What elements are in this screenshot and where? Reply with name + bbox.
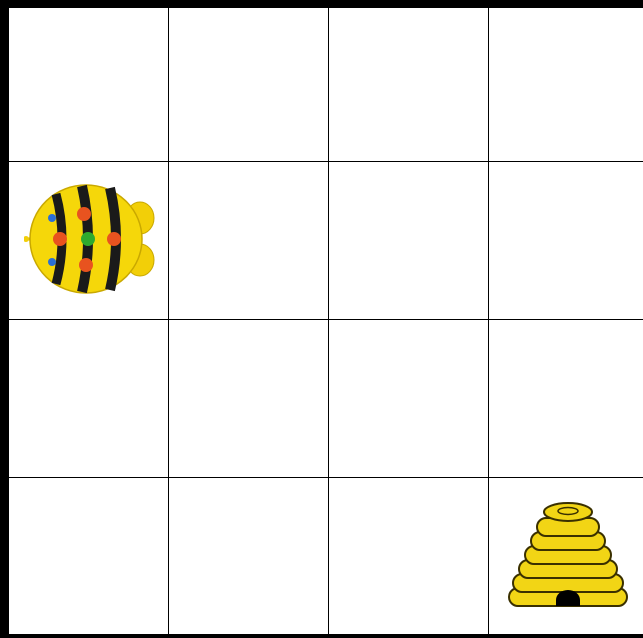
grid-cell-r2-c4[interactable] xyxy=(489,162,643,319)
grid-cell-r3-c2[interactable] xyxy=(169,320,328,477)
grid-cell-r1-c3[interactable] xyxy=(329,8,488,161)
grid-cell-r3-c4[interactable] xyxy=(489,320,643,477)
grid-cell-r1-c4[interactable] xyxy=(489,8,643,161)
board-border-bottom xyxy=(0,634,643,638)
board-border-left xyxy=(0,0,9,638)
board-border-top xyxy=(0,0,643,8)
grid-cell-r3-c3[interactable] xyxy=(329,320,488,477)
grid-cell-r3-c1[interactable] xyxy=(9,320,168,477)
grid-cell-r4-c2[interactable] xyxy=(169,478,328,634)
grid-cell-r1-c1[interactable] xyxy=(9,8,168,161)
grid-cell-r2-c2[interactable] xyxy=(169,162,328,319)
beehive-icon[interactable] xyxy=(503,500,633,612)
grid-cell-r1-c2[interactable] xyxy=(169,8,328,161)
grid-cell-r2-c3[interactable] xyxy=(329,162,488,319)
grid-cell-r4-c1[interactable] xyxy=(9,478,168,634)
grid-cell-r4-c3[interactable] xyxy=(329,478,488,634)
bee-bot-icon[interactable] xyxy=(24,182,160,296)
